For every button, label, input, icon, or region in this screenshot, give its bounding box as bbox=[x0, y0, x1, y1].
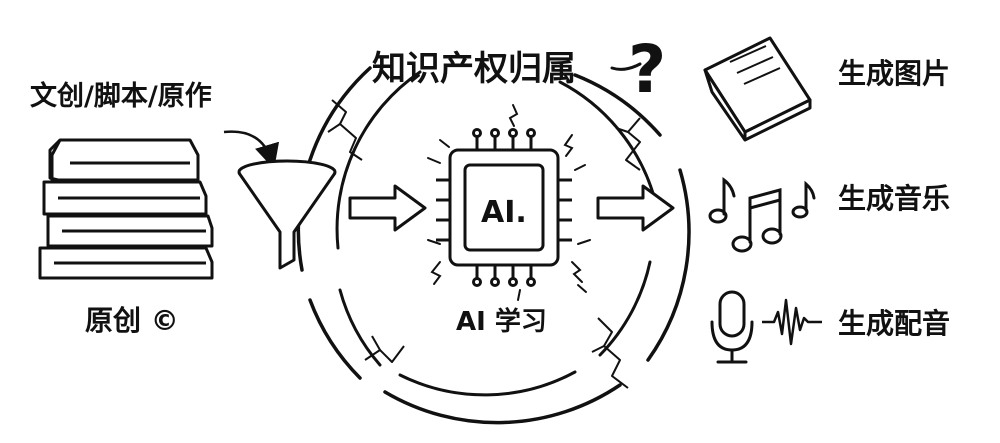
ring-cracks bbox=[327, 99, 641, 389]
learn-label: AI 学习 bbox=[456, 306, 547, 337]
book-stack-icon bbox=[38, 138, 214, 280]
outer-ring bbox=[296, 66, 691, 425]
spark-marks bbox=[427, 104, 591, 301]
chip-pins-bottom bbox=[472, 265, 536, 287]
funnel-icon bbox=[237, 159, 337, 270]
waveform-icon bbox=[762, 298, 822, 346]
book-icon bbox=[703, 36, 812, 142]
output-label-voice: 生成配音 bbox=[838, 307, 950, 340]
chip-pins-top bbox=[472, 128, 536, 150]
music-notes-icon bbox=[708, 176, 816, 253]
output-arrow bbox=[596, 184, 675, 232]
input-arrow bbox=[348, 184, 427, 232]
ai-chip-icon bbox=[436, 128, 572, 287]
output-label-music: 生成音乐 bbox=[838, 182, 950, 215]
inner-ring bbox=[335, 70, 657, 397]
output-label-image: 生成图片 bbox=[838, 57, 950, 90]
curved-arrow bbox=[223, 130, 280, 170]
source-label: 文创/脚本/原作 bbox=[30, 80, 212, 112]
original-label: 原创 © bbox=[85, 304, 179, 337]
microphone-icon bbox=[710, 290, 754, 364]
chip-label: AI. bbox=[481, 195, 527, 230]
chip-pins-left bbox=[436, 178, 450, 242]
title-connector bbox=[610, 62, 642, 71]
question-mark-icon: ? bbox=[628, 31, 666, 108]
chip-pins-right bbox=[558, 178, 572, 242]
diagram-title: 知识产权归属 bbox=[372, 49, 576, 89]
